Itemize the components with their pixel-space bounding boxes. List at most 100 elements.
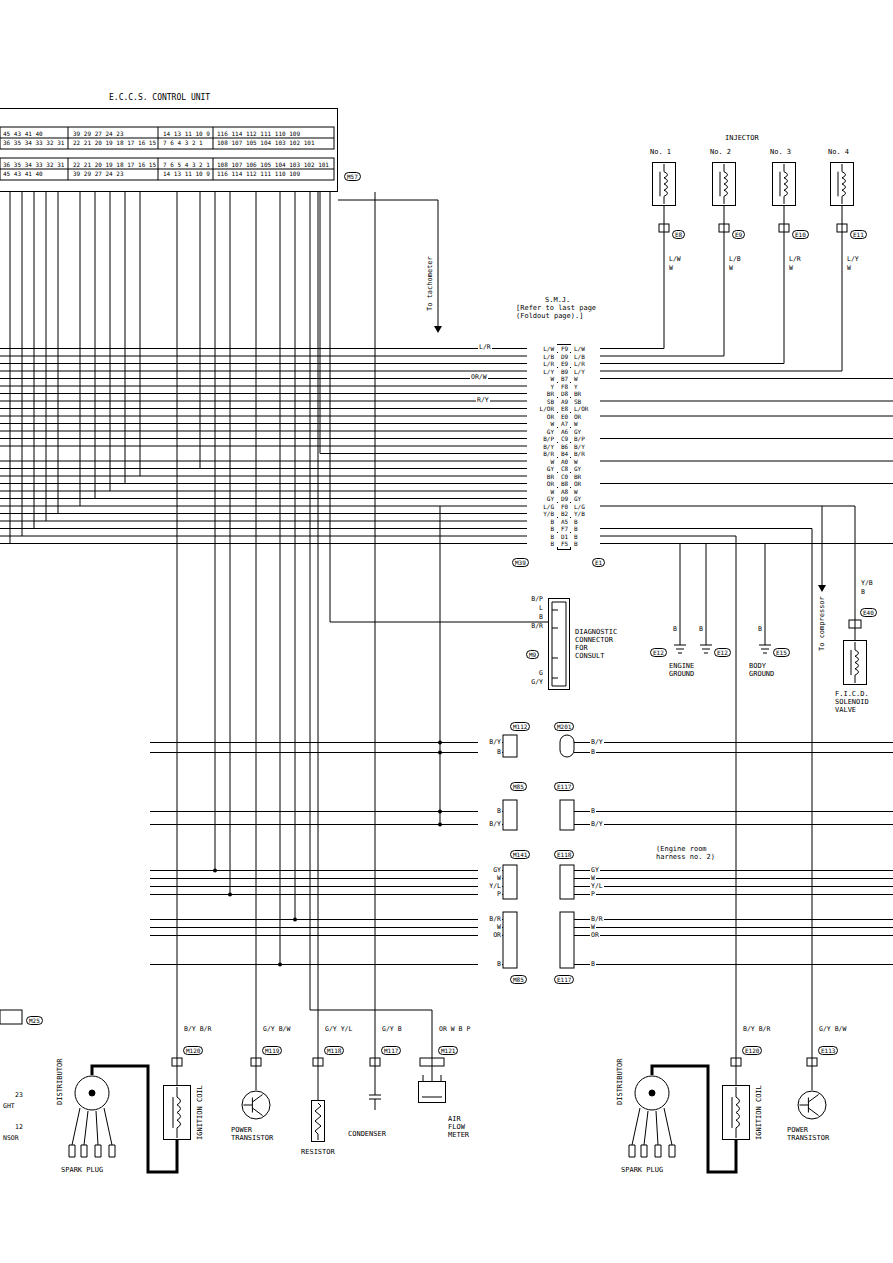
wire	[600, 206, 724, 356]
wire-label: (Engine room harness no. 2)	[655, 845, 721, 861]
wire-label: W	[529, 458, 555, 465]
component-name: POWER TRANSISTOR	[787, 1126, 839, 1142]
wire-label: B/Y	[590, 821, 604, 828]
wire-label: B	[698, 626, 704, 633]
coil-symbol	[163, 1085, 191, 1140]
wire-label: 116 114 112 111 110 109	[216, 130, 301, 137]
wire-label: W	[668, 265, 674, 272]
wire-label: B	[590, 808, 596, 815]
connector-id: E11	[850, 230, 867, 239]
wire-label: W	[590, 875, 596, 882]
wire-label: Y/L	[478, 883, 502, 890]
circle-part	[89, 1090, 95, 1096]
wire-label: L/Y	[846, 256, 860, 263]
wire-label: A5	[557, 518, 572, 525]
wire-label: G/Y B/W	[262, 1026, 291, 1033]
wire-label: 108 107 106 105 104 103 102 101	[216, 161, 330, 168]
wire-label: G/Y Y/L	[324, 1026, 353, 1033]
wire-label: GY	[573, 465, 598, 472]
component-name: S.M.J.	[545, 296, 570, 304]
wire-label: BR	[529, 390, 555, 397]
wire-label: B/Y	[529, 443, 555, 450]
lead-note: To tachometer	[426, 255, 434, 312]
wire-label: W	[478, 875, 502, 882]
wire	[375, 192, 376, 1082]
wire-label: F7	[557, 525, 572, 532]
component: DIAGNOSTIC CONNECTOR FOR CONSULT	[548, 598, 570, 690]
connector-id: M120	[183, 1046, 203, 1055]
component-name: IGNITION COIL	[196, 1085, 204, 1140]
spark-plug-symbol	[69, 1145, 675, 1157]
component-name: IGNITION COIL	[755, 1085, 763, 1140]
component-name: No. 1	[650, 148, 671, 156]
ecu-connector-grid	[0, 127, 334, 149]
component-name: DISTRIBUTOR	[616, 1059, 624, 1105]
wire-label: B/R	[529, 450, 555, 457]
wire-label: B9	[557, 368, 572, 375]
wire-label: BR	[573, 473, 598, 480]
wire-label: Y/B	[860, 580, 874, 587]
wire-label: GY	[573, 495, 598, 502]
wire-label: P	[590, 891, 596, 898]
wire-label: W	[846, 265, 852, 272]
wire-label: GHT	[2, 1103, 16, 1110]
wire-label: OR/W	[470, 374, 488, 381]
connector-id: M25	[26, 1016, 43, 1025]
wire-label: L/Y	[573, 368, 598, 375]
wire-label: P	[478, 891, 502, 898]
wire-label: A9	[557, 398, 572, 405]
component-name: POWER TRANSISTOR	[231, 1126, 283, 1142]
wire-label: B	[478, 961, 502, 968]
component-name: DIAGNOSTIC CONNECTOR FOR CONSULT	[575, 628, 621, 660]
wire-label: ENGINE GROUND	[668, 662, 706, 678]
wire-label: W	[728, 265, 734, 272]
coil-part	[831, 163, 854, 206]
wire	[600, 206, 842, 371]
wire-label: C8	[557, 465, 572, 472]
wire-label: B	[590, 961, 596, 968]
wire-label: 39 29 27 24 23	[72, 130, 125, 137]
pt-part	[799, 1095, 818, 1116]
wire-label: B	[529, 540, 555, 547]
wire-label: B2	[557, 510, 572, 517]
connector-symbol	[503, 912, 517, 968]
component: IGNITION COIL	[163, 1085, 191, 1140]
wire-label: L/G	[573, 503, 598, 510]
wire-label: D9	[557, 353, 572, 360]
wire-label: OR	[529, 413, 555, 420]
connector-id: M117	[381, 1046, 401, 1055]
connector-symbol	[560, 735, 574, 757]
arrow-head	[434, 326, 826, 592]
wire-label: B/R	[478, 916, 502, 923]
wire-label: F8	[557, 383, 572, 390]
wire-label: 22 21 20 19 18 17 16 15	[72, 161, 157, 168]
connector-id: M57	[344, 172, 361, 181]
plug-lead	[72, 1108, 672, 1145]
component: No. 3	[772, 162, 796, 206]
wire-label: GY	[478, 867, 502, 874]
wire-label: L/W	[573, 345, 598, 352]
wire-label: B	[672, 626, 678, 633]
wire-label: C0	[557, 473, 572, 480]
wire	[600, 536, 736, 1085]
circle-symbol	[74, 1075, 110, 1111]
res-part	[315, 1103, 321, 1140]
wire-label: B	[590, 749, 596, 756]
wire-label: 23	[14, 1092, 24, 1099]
afm-part	[422, 1075, 442, 1097]
wire-label: Y	[529, 383, 555, 390]
wire-label: B	[573, 540, 598, 547]
wire-label: B/Y B/R	[742, 1026, 771, 1033]
connector-symbol	[560, 865, 574, 899]
wire-label: L/OR	[573, 405, 598, 412]
wire-label: W	[529, 420, 555, 427]
wire-label: B/R	[573, 450, 598, 457]
wire-label: 36 35 34 33 32 31	[2, 139, 65, 146]
wire-label: L/G	[529, 503, 555, 510]
connector-id: M85	[510, 782, 527, 791]
wire-label: W	[573, 375, 598, 382]
wire-label: GY	[529, 495, 555, 502]
component: E.C.C.S. CONTROL UNIT	[0, 108, 338, 192]
wire-label: W	[590, 924, 596, 931]
wire-label: B8	[557, 480, 572, 487]
